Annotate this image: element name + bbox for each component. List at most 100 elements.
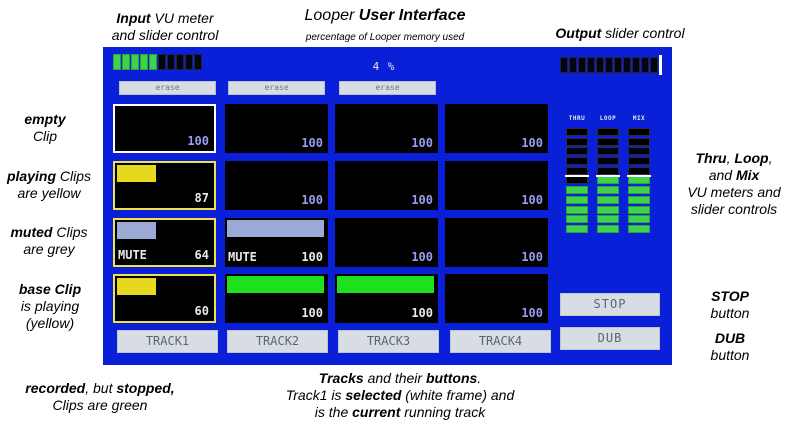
vu-segment — [158, 54, 166, 70]
annotation-base: base Clip is playing (yellow) — [18, 281, 82, 331]
meter-segment — [597, 224, 619, 233]
meter-segment — [597, 205, 619, 214]
meter-segment — [597, 137, 619, 146]
clip-value: 100 — [411, 136, 433, 150]
annotation-tracks: Tracks and their buttons. Track1 is sele… — [285, 370, 515, 420]
clip-mute-label: MUTE — [228, 250, 257, 264]
loop-vu-meter[interactable] — [597, 128, 619, 233]
mix-slider-handle[interactable] — [627, 175, 651, 177]
clip-empty[interactable]: 100 — [445, 218, 548, 267]
meter-segment — [566, 224, 588, 233]
clip-value: 100 — [187, 134, 209, 148]
vu-segment — [641, 57, 649, 73]
clip-empty[interactable]: 100 — [225, 161, 328, 210]
clip-progress-bar — [227, 276, 324, 293]
vu-segment — [194, 54, 202, 70]
track-button-4[interactable]: TRACK4 — [450, 330, 551, 353]
clip-playing[interactable]: 87 — [113, 161, 216, 210]
clip-value: 100 — [521, 250, 543, 264]
erase-button[interactable]: erase — [228, 81, 325, 95]
meter-segment — [566, 205, 588, 214]
annotation-recorded: recorded, but stopped, Clips are green — [25, 380, 175, 413]
clip-value: 100 — [301, 193, 323, 207]
clip-empty[interactable]: 100 — [335, 218, 438, 267]
clip-empty[interactable]: 100 — [113, 104, 216, 153]
vu-segment — [623, 57, 631, 73]
track-button-3[interactable]: TRACK3 — [338, 330, 439, 353]
meter-segment — [597, 128, 619, 136]
output-slider-handle[interactable] — [659, 55, 662, 75]
meter-segment — [628, 166, 650, 175]
meter-segment — [628, 195, 650, 204]
meter-segment — [566, 176, 588, 185]
dub-button[interactable]: DUB — [560, 327, 660, 350]
clip-value: 100 — [411, 306, 433, 320]
output-slider[interactable] — [560, 55, 662, 75]
meter-segment — [566, 195, 588, 204]
meter-segment — [628, 224, 650, 233]
annotation-playing: playing Clips are yellow — [6, 168, 92, 201]
clip-recorded[interactable]: 100 — [335, 274, 438, 323]
meter-segment — [597, 186, 619, 195]
clip-value: 60 — [194, 304, 209, 318]
annotation-stop: STOP button — [710, 288, 750, 321]
clip-muted[interactable]: MUTE 100 — [225, 218, 328, 267]
meter-segment — [628, 215, 650, 224]
erase-button[interactable]: erase — [119, 81, 216, 95]
clip-value: 100 — [301, 306, 323, 320]
vu-segment — [650, 57, 658, 73]
meter-segment — [566, 215, 588, 224]
clip-empty[interactable]: 100 — [335, 161, 438, 210]
meter-segment — [597, 195, 619, 204]
meter-label: LOOP — [599, 115, 617, 122]
loop-slider-handle[interactable] — [596, 175, 620, 177]
annotation-memory: percentage of Looper memory used — [305, 32, 465, 43]
annotation-output: Output slider control — [555, 25, 685, 41]
meter-label: MIX — [632, 115, 646, 122]
meter-segment — [566, 128, 588, 136]
clip-value: 100 — [521, 136, 543, 150]
clip-empty[interactable]: 100 — [445, 161, 548, 210]
thru-vu-meter[interactable] — [566, 128, 588, 233]
vu-segment — [569, 57, 577, 73]
clip-empty[interactable]: 100 — [445, 274, 548, 323]
meter-segment — [628, 205, 650, 214]
annotation-empty: empty Clip — [24, 111, 66, 144]
stop-button[interactable]: STOP — [560, 293, 660, 316]
vu-segment — [632, 57, 640, 73]
vu-segment — [113, 54, 121, 70]
meter-label: THRU — [568, 115, 586, 122]
clip-empty[interactable]: 100 — [335, 104, 438, 153]
clip-recorded[interactable]: 100 — [225, 274, 328, 323]
input-vu-meter[interactable] — [113, 54, 202, 70]
annotation-muted: muted Clips are grey — [10, 224, 88, 257]
meter-segment — [628, 128, 650, 136]
vu-segment — [122, 54, 130, 70]
meter-segment — [597, 157, 619, 166]
clip-empty[interactable]: 100 — [225, 104, 328, 153]
meter-segment — [628, 157, 650, 166]
meter-segment — [628, 137, 650, 146]
meter-segment — [566, 137, 588, 146]
vu-segment — [614, 57, 622, 73]
mix-vu-meter[interactable] — [628, 128, 650, 233]
clip-value: 87 — [194, 191, 209, 205]
meter-segment — [628, 186, 650, 195]
clip-empty[interactable]: 100 — [445, 104, 548, 153]
vu-segment — [560, 57, 568, 73]
vu-segment — [149, 54, 157, 70]
clip-progress-bar — [227, 220, 324, 237]
thru-slider-handle[interactable] — [565, 175, 589, 177]
track-button-1[interactable]: TRACK1 — [117, 330, 218, 353]
clip-progress-bar — [117, 278, 156, 295]
clip-value: 100 — [301, 250, 323, 264]
vu-segment — [596, 57, 604, 73]
track-button-2[interactable]: TRACK2 — [227, 330, 328, 353]
clip-playing[interactable]: 60 — [113, 274, 216, 323]
vu-segment — [578, 57, 586, 73]
clip-value: 100 — [301, 136, 323, 150]
clip-value: 100 — [521, 306, 543, 320]
meter-segment — [566, 166, 588, 175]
erase-button[interactable]: erase — [339, 81, 436, 95]
